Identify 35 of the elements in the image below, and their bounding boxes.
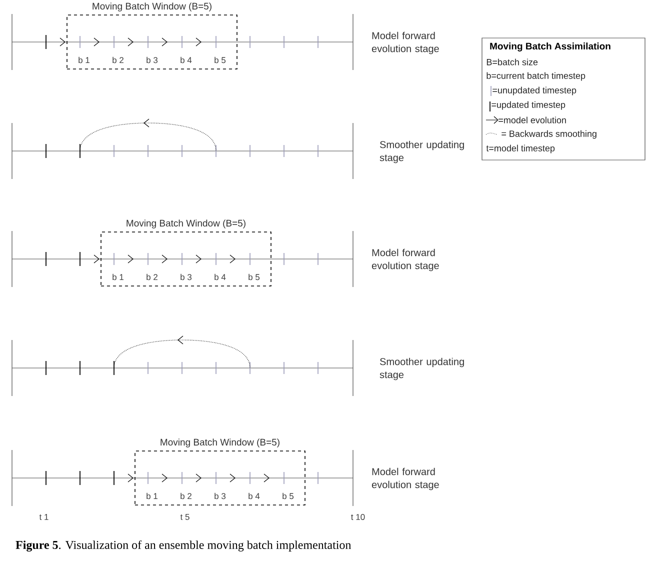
batch-label: b 4 xyxy=(248,492,260,500)
stage-label: Smoother updating stage xyxy=(380,358,464,380)
time-label: t 10 xyxy=(351,514,365,520)
legend-entry: =updated timestep xyxy=(492,101,566,110)
window-title: Moving Batch Window (B=5) xyxy=(92,2,212,12)
batch-label: b 4 xyxy=(214,274,226,280)
time-label: t 5 xyxy=(180,514,190,520)
stage-label: Model forward evolution stage xyxy=(372,468,439,490)
time-label: t 1 xyxy=(39,514,48,520)
batch-label: b 3 xyxy=(146,56,158,64)
legend-entry: = Backwards smoothing xyxy=(502,130,596,139)
batch-label: b 2 xyxy=(180,492,192,500)
batch-label: b 2 xyxy=(146,274,158,280)
batch-label: b 5 xyxy=(214,56,226,64)
batch-label: b 5 xyxy=(248,274,260,280)
batch-label: b 4 xyxy=(180,56,192,64)
batch-label: b 2 xyxy=(112,56,124,64)
window-title: Moving Batch Window (B=5) xyxy=(126,220,246,228)
batch-label: b 1 xyxy=(78,56,90,64)
batch-label: b 3 xyxy=(180,274,192,280)
batch-label: b 5 xyxy=(282,492,294,500)
stage-label: Model forward evolution stage xyxy=(372,32,439,54)
batch-label: b 1 xyxy=(146,492,158,500)
batch-label: b 3 xyxy=(214,492,226,500)
caption: Figure 5. Visualization of an ensemble moving batch implementation xyxy=(16,540,352,552)
stage-label: Model forward evolution stage xyxy=(372,248,439,272)
batch-label: b 1 xyxy=(112,274,124,280)
legend-entry: =model evolution xyxy=(498,116,566,124)
legend-entry: t=model timestep xyxy=(486,144,555,154)
legend-entry: B=batch size xyxy=(486,58,538,66)
legend-entry: b=current batch timestep xyxy=(486,72,586,81)
legend-heading: Moving Batch Assimilation xyxy=(490,42,610,52)
legend-entry: =unupdated timestep xyxy=(492,86,576,96)
stage-label: Smoother updating stage xyxy=(380,140,464,164)
window-title: Moving Batch Window (B=5) xyxy=(160,438,280,448)
